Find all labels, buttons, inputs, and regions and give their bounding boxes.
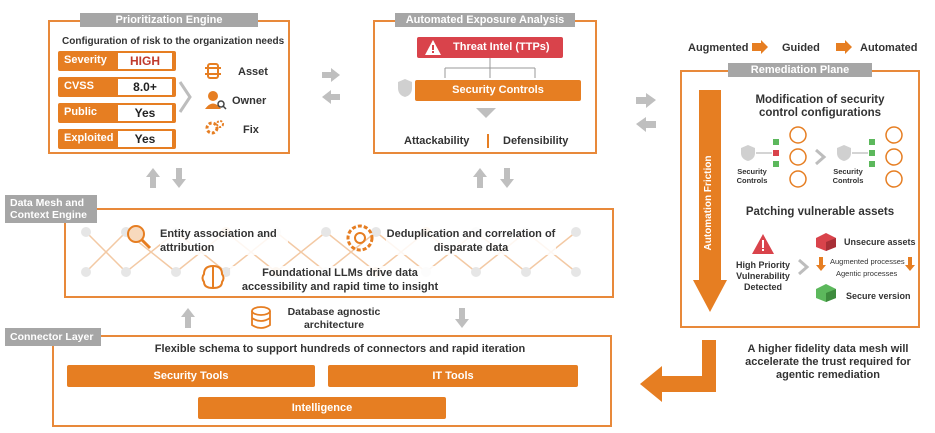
config-diagram-left	[741, 126, 807, 188]
arrow-down-icon	[500, 168, 514, 188]
asset-label: Asset	[238, 66, 268, 78]
unsecure-cube-icon	[816, 233, 836, 251]
exposure-analysis-tab: Automated Exposure Analysis	[395, 13, 575, 27]
legend-guided: Guided	[782, 42, 820, 54]
data-mesh-tab: Data Mesh and Context Engine	[5, 195, 97, 223]
deduplication-text: Deduplication and correlation of dispara…	[386, 227, 556, 255]
legend-augmented: Augmented	[688, 42, 749, 54]
remediation-plane-tab: Remediation Plane	[728, 63, 872, 77]
arrow-right-icon	[636, 93, 656, 108]
llm-text: Foundational LLMs drive data accessibili…	[230, 266, 450, 294]
risk-row-cvss: CVSS 8.0+	[58, 77, 176, 97]
warning-icon	[425, 40, 441, 55]
risk-value: Yes	[118, 131, 172, 147]
arrow-down-icon	[172, 168, 186, 188]
entity-association-text: Entity association and attribution	[160, 227, 288, 255]
risk-label: CVSS	[64, 80, 94, 92]
connector-layer-tab: Connector Layer	[5, 328, 101, 346]
risk-value: 8.0+	[118, 79, 172, 95]
legend-arrow-1-icon	[752, 40, 768, 54]
secure-version-label: Secure version	[846, 291, 911, 301]
automation-friction-label: Automation Friction	[703, 155, 714, 251]
risk-row-exploited: Exploited Yes	[58, 129, 176, 149]
arrow-up-icon	[146, 168, 160, 188]
arrow-up-icon	[181, 308, 195, 328]
legend-arrow-2-icon	[836, 40, 852, 54]
down-arrow-left-icon	[816, 257, 826, 271]
high-priority-label: High Priority Vulnerability Detected	[735, 260, 790, 292]
database-icon	[251, 306, 271, 329]
chevron-right-icon	[178, 81, 192, 113]
callout-text: A higher fidelity data mesh will acceler…	[745, 343, 911, 381]
chevron-right-icon	[815, 148, 827, 166]
flexible-schema-text: Flexible schema to support hundreds of c…	[154, 343, 526, 355]
arrow-down-icon	[455, 308, 469, 328]
branch-lines	[444, 58, 536, 78]
modification-title: Modification of security control configu…	[755, 94, 885, 119]
high-priority-warning-icon	[752, 234, 774, 254]
agentic-processes-label: Agentic processes	[836, 269, 898, 278]
brain-ai-icon	[201, 264, 225, 290]
security-controls-1-label: Security Controls	[736, 167, 768, 185]
risk-value: Yes	[118, 105, 172, 121]
owner-label: Owner	[232, 95, 267, 107]
arrow-left-icon	[636, 117, 656, 132]
chevron-right-icon	[798, 258, 810, 276]
risk-label: Exploited	[64, 132, 114, 144]
shield-icon	[398, 79, 412, 97]
dedup-gear-icon	[346, 224, 374, 252]
security-controls-2-label: Security Controls	[832, 167, 864, 185]
risk-label: Public	[64, 106, 98, 118]
risk-value: HIGH	[118, 53, 172, 69]
augmented-processes-label: Augmented processes	[830, 257, 905, 266]
prioritization-subtitle: Configuration of risk to the organizatio…	[62, 36, 285, 47]
attackability-label: Attackability	[404, 135, 470, 147]
fix-gear-icon	[205, 120, 224, 135]
intelligence-bar: Intelligence	[198, 397, 446, 419]
automation-friction-arrow	[693, 90, 727, 312]
divider	[487, 134, 489, 148]
down-arrow-right-icon	[905, 257, 915, 271]
threat-intel-label: Threat Intel (TTPs)	[453, 41, 550, 53]
fix-label: Fix	[243, 124, 259, 136]
patching-title: Patching vulnerable assets	[745, 206, 895, 218]
risk-row-public: Public Yes	[58, 103, 176, 123]
secure-cube-icon	[816, 284, 836, 302]
risk-label: Severity	[64, 54, 107, 66]
it-tools-bar: IT Tools	[328, 365, 578, 387]
arrow-right-icon	[322, 68, 340, 82]
risk-row-severity: Severity HIGH	[58, 51, 176, 71]
unsecure-assets-label: Unsecure assets	[844, 237, 916, 247]
legend-automated: Automated	[860, 42, 918, 54]
config-diagram-right	[837, 126, 903, 188]
security-tools-bar: Security Tools	[67, 365, 315, 387]
funnel-down-icon	[476, 108, 496, 118]
prioritization-engine-tab: Prioritization Engine	[80, 13, 258, 27]
database-agnostic-text: Database agnostic architecture	[287, 306, 381, 331]
defensibility-label: Defensibility	[503, 135, 569, 147]
arrow-left-icon	[322, 90, 340, 104]
asset-icon	[205, 63, 221, 79]
owner-icon	[205, 91, 227, 110]
return-arrow	[640, 340, 716, 402]
arrow-up-icon	[473, 168, 487, 188]
search-magnifier-icon	[127, 225, 152, 250]
threat-intel-box: Threat Intel (TTPs)	[417, 37, 563, 58]
security-controls-bar: Security Controls	[415, 80, 581, 101]
